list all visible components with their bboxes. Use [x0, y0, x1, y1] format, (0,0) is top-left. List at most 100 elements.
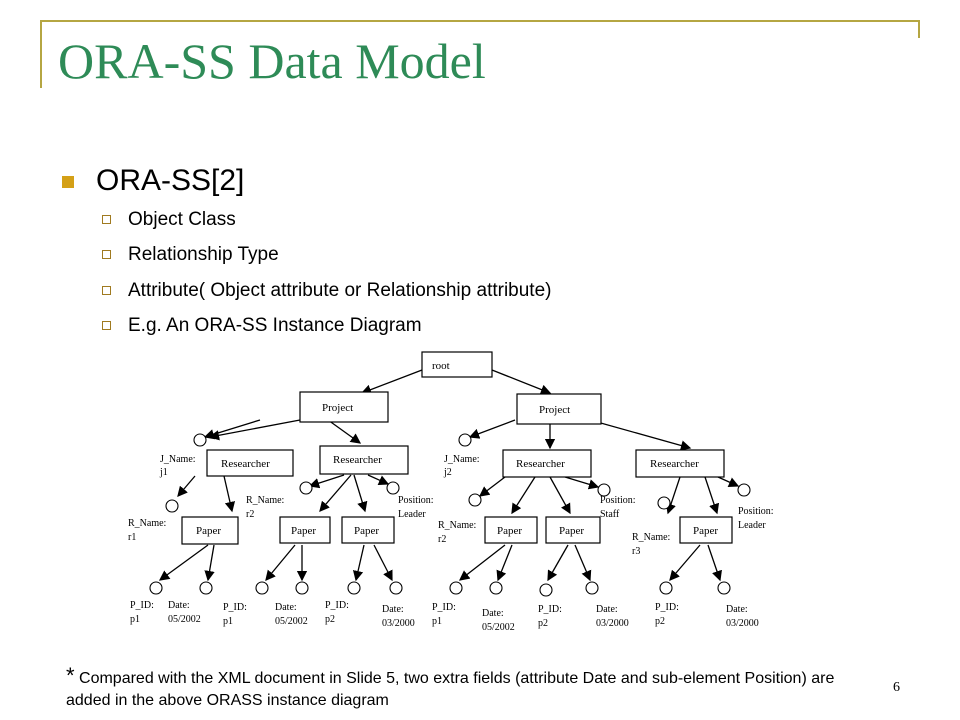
attr-label-position: Position: [738, 506, 774, 517]
attr-value-leader: Leader [398, 509, 426, 520]
node-researcher-4 [635, 449, 725, 478]
attr-value-j1: j1 [159, 467, 168, 478]
footnote-star: * [66, 663, 75, 688]
attribute-circle [299, 481, 313, 495]
sub-bullet-attribute: Attribute( Object attribute or Relations… [128, 280, 552, 301]
attr-value-p2: p2 [538, 618, 548, 629]
attr-label-rname: R_Name: [128, 518, 166, 529]
sub-bullet-box-icon [102, 250, 111, 259]
node-researcher-3-label: Researcher [516, 458, 565, 470]
node-paper-2 [279, 516, 331, 544]
sub-bullet-example: E.g. An ORA-SS Instance Diagram [128, 315, 422, 336]
attribute-circle [165, 499, 179, 513]
attr-label-rname: R_Name: [632, 532, 670, 543]
attribute-circle [717, 581, 731, 595]
attr-label-pid: P_ID: [130, 600, 154, 611]
node-researcher-1 [206, 449, 294, 477]
attr-value-j2: j2 [443, 467, 452, 478]
attribute-circle [737, 483, 751, 497]
attribute-circle [386, 481, 400, 495]
node-researcher-2 [319, 445, 409, 475]
attr-value-p2: p2 [325, 614, 335, 625]
attr-label-position: Position: [600, 495, 636, 506]
attribute-circle [347, 581, 361, 595]
attr-label-position: Position: [398, 495, 434, 506]
attr-label-pid: P_ID: [432, 602, 456, 613]
ora-ss-instance-diagram: root Project Project Researcher Research… [128, 351, 774, 633]
diagram-edges [158, 369, 740, 582]
attr-value-r3: r3 [632, 546, 640, 557]
node-researcher-2-label: Researcher [333, 454, 382, 466]
node-paper-6 [679, 516, 733, 544]
attr-value-p2: p2 [655, 616, 665, 627]
attribute-circle [657, 496, 671, 510]
bullet-square-icon [62, 176, 74, 188]
attr-value-p1: p1 [432, 616, 442, 627]
attr-value-date: 05/2002 [275, 616, 308, 627]
attr-value-p1: p1 [130, 614, 140, 625]
attr-value-r2: r2 [438, 534, 446, 545]
attr-value-date: 03/2000 [596, 618, 629, 629]
attr-label-pid: P_ID: [325, 600, 349, 611]
node-project-left-label: Project [322, 402, 353, 414]
attr-label-jname: J_Name: [444, 454, 480, 465]
attribute-circle [458, 433, 472, 447]
attribute-circle [389, 581, 403, 595]
attr-label-pid: P_ID: [223, 602, 247, 613]
attr-value-leader: Leader [738, 520, 766, 531]
attribute-circle [193, 433, 207, 447]
main-bullet: ORA-SS[2] [96, 164, 245, 197]
node-paper-2-label: Paper [291, 525, 316, 537]
attr-value-r1: r1 [128, 532, 136, 543]
attribute-circle [659, 581, 673, 595]
attr-value-date: 05/2002 [482, 622, 515, 633]
sub-bullet-box-icon [102, 215, 111, 224]
attribute-circle [199, 581, 213, 595]
attr-label-pid: P_ID: [655, 602, 679, 613]
attr-value-staff: Staff [600, 509, 620, 520]
attr-label-date: Date: [168, 600, 190, 611]
node-paper-4 [484, 516, 538, 544]
node-project-left [299, 391, 389, 423]
page-number: 6 [893, 680, 900, 695]
node-paper-1 [181, 516, 239, 545]
attr-label-rname: R_Name: [246, 495, 284, 506]
attribute-circle [597, 483, 611, 497]
node-project-right-label: Project [539, 404, 570, 416]
footnote-text: Compared with the XML document in Slide … [66, 670, 835, 709]
sub-bullet-box-icon [102, 286, 111, 295]
attribute-circle [255, 581, 269, 595]
attr-label-date: Date: [596, 604, 618, 615]
sub-bullet-relationship-type: Relationship Type [128, 244, 279, 265]
node-researcher-3 [502, 449, 592, 478]
node-paper-1-label: Paper [196, 525, 221, 537]
sub-bullet-object-class: Object Class [128, 209, 236, 230]
attr-label-rname: R_Name: [438, 520, 476, 531]
slide-frame-top [40, 20, 918, 22]
node-paper-3-label: Paper [354, 525, 379, 537]
node-researcher-1-label: Researcher [221, 458, 270, 470]
node-paper-6-label: Paper [693, 525, 718, 537]
slide-frame-right [918, 20, 920, 38]
attr-label-jname: J_Name: [160, 454, 196, 465]
node-paper-4-label: Paper [497, 525, 522, 537]
sub-bullet-box-icon [102, 321, 111, 330]
attribute-circle [449, 581, 463, 595]
attr-value-r2: r2 [246, 509, 254, 520]
attribute-circle [295, 581, 309, 595]
footnote: * Compared with the XML document in Slid… [66, 662, 866, 711]
attr-label-date: Date: [275, 602, 297, 613]
node-root-label: root [432, 360, 450, 372]
attribute-circle [149, 581, 163, 595]
node-paper-3 [341, 516, 395, 544]
slide-frame-left [40, 20, 42, 88]
attr-label-date: Date: [382, 604, 404, 615]
attr-value-date: 03/2000 [726, 618, 759, 629]
attribute-circle [489, 581, 503, 595]
attribute-circle [585, 581, 599, 595]
node-researcher-4-label: Researcher [650, 458, 699, 470]
node-paper-5-label: Paper [559, 525, 584, 537]
attr-value-p1: p1 [223, 616, 233, 627]
attribute-circle [468, 493, 482, 507]
node-project-right [516, 393, 602, 425]
